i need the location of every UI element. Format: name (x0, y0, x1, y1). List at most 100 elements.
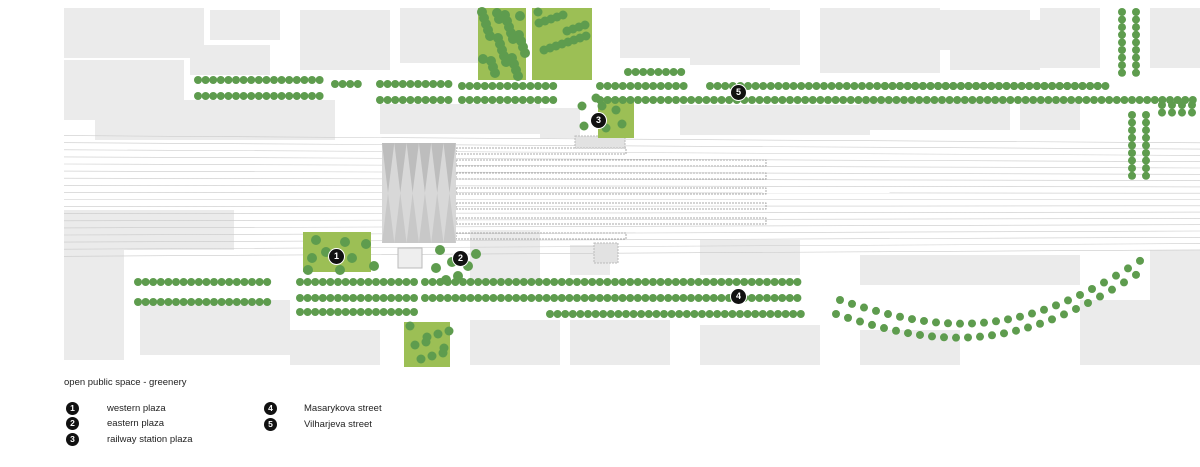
tree (926, 82, 935, 90)
tree (1132, 30, 1140, 39)
tree (414, 96, 422, 104)
legend-badge-5: 5 (264, 418, 277, 431)
tree (134, 278, 142, 286)
tree (980, 318, 988, 327)
tree (1101, 82, 1110, 90)
tree (751, 82, 760, 90)
tree (429, 96, 438, 104)
tree (435, 245, 445, 255)
tree (512, 294, 521, 302)
tree (263, 298, 272, 306)
tree (494, 14, 504, 24)
tree (1021, 96, 1030, 104)
tree (778, 294, 787, 302)
tree (478, 54, 488, 64)
tree (364, 294, 373, 302)
tree (626, 82, 635, 90)
tree (1108, 285, 1116, 294)
tree (270, 76, 278, 84)
tree (1036, 319, 1044, 328)
tree (164, 298, 173, 306)
tree (736, 310, 744, 318)
tree (542, 294, 551, 302)
platform-canopy (455, 172, 767, 180)
tree (224, 92, 233, 100)
tree (1052, 301, 1060, 310)
tree (709, 278, 718, 286)
tree (671, 278, 680, 286)
tree (421, 294, 429, 302)
tree (932, 318, 940, 327)
tree (656, 82, 665, 90)
tree (356, 294, 365, 302)
tree (334, 294, 342, 302)
tree (702, 294, 711, 302)
tree (1086, 82, 1095, 90)
tree (519, 294, 528, 302)
building-block (380, 104, 540, 134)
tree (694, 278, 703, 286)
tree (872, 306, 880, 315)
tree (414, 80, 422, 88)
tree (318, 308, 327, 316)
tree (698, 310, 706, 318)
tree (679, 96, 688, 104)
tree (591, 93, 601, 103)
tree (369, 261, 379, 271)
tree (873, 82, 882, 90)
tree (1100, 278, 1108, 287)
station-kiosk (397, 247, 423, 269)
tree (664, 96, 673, 104)
tree (558, 10, 568, 20)
building-block (540, 108, 580, 138)
tree (860, 303, 868, 312)
tree (690, 310, 699, 318)
legend-label-western-plaza: western plaza (107, 403, 166, 414)
legend-label-vilharjeva-street: Vilharjeva street (304, 419, 372, 430)
tree (134, 298, 142, 306)
tree (770, 294, 779, 302)
tree (920, 316, 928, 325)
tree (869, 96, 878, 104)
tree (717, 278, 726, 286)
tree (511, 96, 520, 104)
building-block (210, 10, 280, 40)
tree (573, 278, 581, 286)
tree (637, 310, 646, 318)
tree (717, 294, 726, 302)
tree (881, 82, 889, 90)
tree (458, 82, 466, 90)
tree (1112, 96, 1121, 104)
tree (347, 253, 357, 263)
tree (164, 278, 173, 286)
tree (832, 310, 840, 318)
tree (763, 96, 772, 104)
tree (149, 278, 158, 286)
railway-tracks (63, 135, 1200, 264)
tree (835, 82, 844, 90)
tree (960, 96, 969, 104)
tree (595, 278, 604, 286)
tree (326, 308, 335, 316)
tree (892, 326, 900, 335)
tree (634, 96, 642, 104)
tree (1088, 284, 1096, 293)
tree (606, 310, 615, 318)
tree (844, 313, 852, 322)
tree (1142, 118, 1150, 127)
tree (496, 82, 504, 90)
tree (968, 96, 977, 104)
roof-fold (418, 193, 432, 243)
tree (1040, 82, 1049, 90)
building-block (64, 250, 124, 360)
tree (1071, 82, 1079, 90)
tree (949, 82, 958, 90)
tree (473, 96, 482, 104)
roof-fold (431, 143, 444, 193)
tree (285, 76, 294, 84)
tree (1014, 96, 1022, 104)
tree (675, 310, 684, 318)
tree (1132, 23, 1140, 32)
tree (303, 278, 312, 286)
tree (679, 278, 688, 286)
